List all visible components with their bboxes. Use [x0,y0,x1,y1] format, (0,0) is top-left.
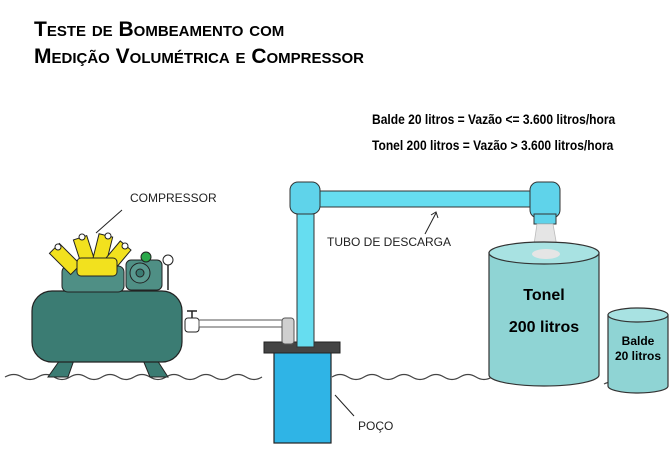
air-hose-pipe [198,319,288,328]
compressor-pointer [95,209,123,234]
balde-capacity-label: 20 litros [615,349,661,363]
well-label: POÇO [358,419,393,433]
compressor-label: COMPRESSOR [130,191,217,205]
well-body [273,348,332,444]
water-splash [532,249,560,259]
diagram-title-line-2: Medição Volumétrica e Compressor [34,45,365,68]
discharge-pipe-horizontal [311,190,538,208]
balde-top [607,307,669,323]
balde-body [607,314,669,394]
discharge-pipe-vertical [296,200,315,348]
discharge-pipe-label: TUBO DE DESCARGA [327,235,451,249]
air-hose-elbow [281,317,295,345]
compressor-outlet-valve [184,317,200,333]
diagram-title-line-1: Teste de Bombeamento com [34,18,285,41]
pipe-outlet [533,213,557,225]
motor-pulley-hub [135,268,145,278]
balde-flow-note: Balde 20 litros = Vazão <= 3.600 litros/… [372,111,616,127]
tonel-name-label: Tonel [523,287,564,304]
compressor-tank [31,290,183,363]
well-pointer [334,394,355,417]
valve-knob-icon [140,251,152,263]
balde-name-label: Balde [622,334,655,348]
tonel-capacity-label: 200 litros [509,319,579,336]
tonel-flow-note: Tonel 200 litros = Vazão > 3.600 litros/… [372,137,614,153]
pressure-gauge-icon [162,254,174,266]
compressor [31,232,200,378]
pipe-elbow-left [289,181,321,215]
tonel-drum-body [488,252,600,387]
compressor-cylinders [48,232,132,277]
pipe-elbow-right [529,181,561,219]
discharge-pipe-pointer [424,212,437,235]
